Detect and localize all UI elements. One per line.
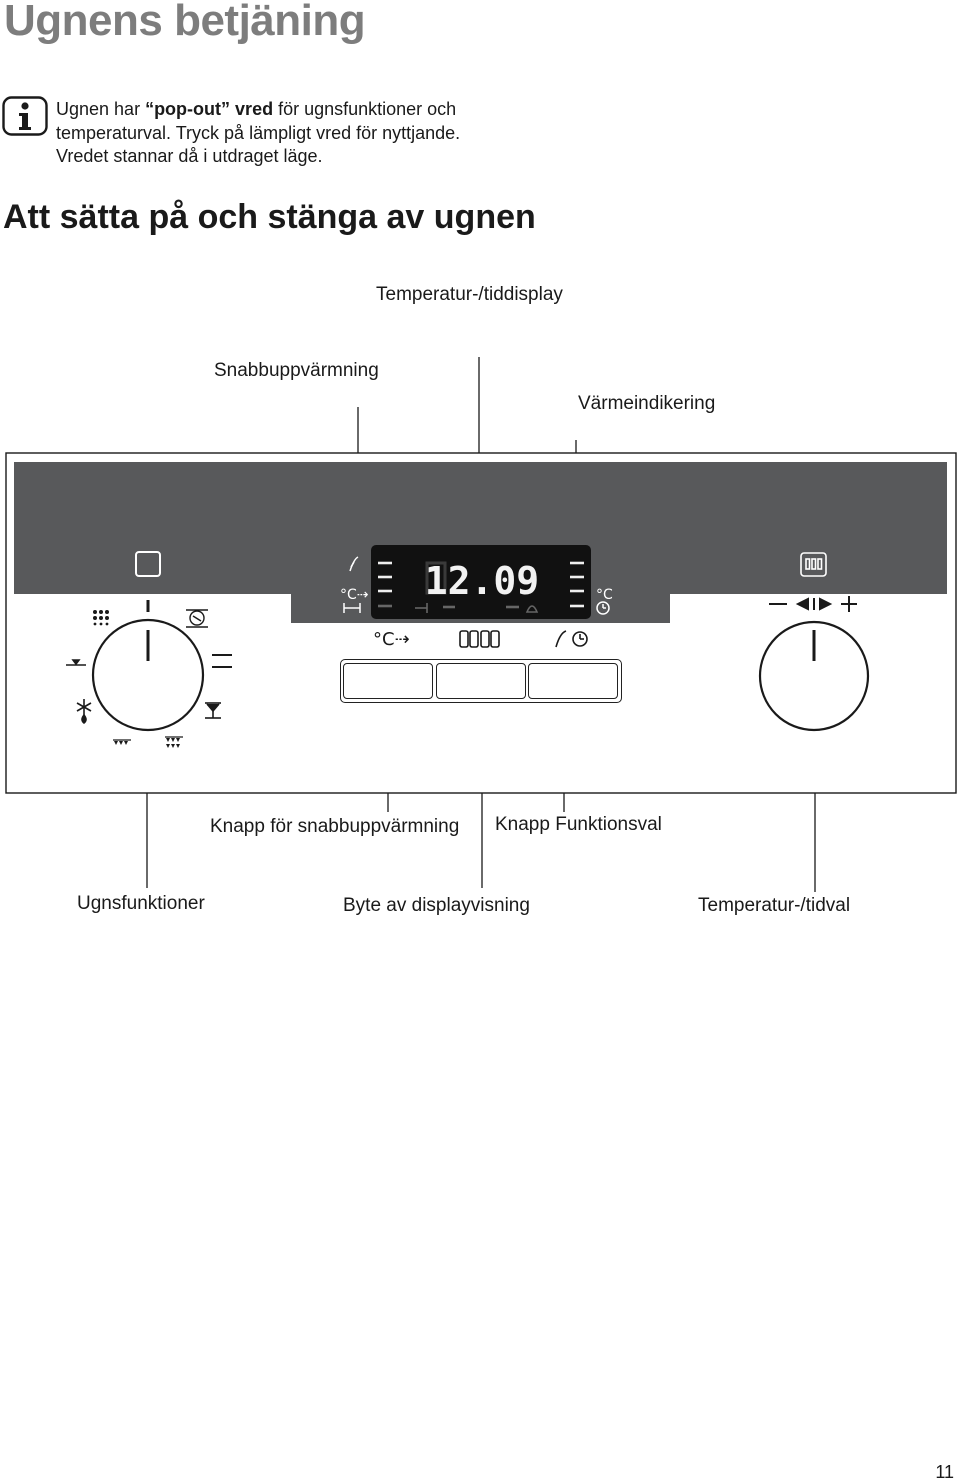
label-oven-functions: Ugnsfunktioner [77, 893, 205, 914]
heat-indicator-bars [570, 561, 584, 608]
oven-function-knob[interactable] [91, 618, 205, 732]
label-function-button: Knapp Funktionsval [495, 814, 662, 835]
label-temp-time-select: Temperatur-/tidval [698, 895, 851, 916]
display-toggle-icon [459, 630, 500, 648]
section-heading: Att sätta på och stänga av ugnen [3, 198, 536, 236]
label-temp-time-display: Temperatur-/tiddisplay [376, 284, 563, 305]
display-toggle-button[interactable] [436, 663, 526, 699]
oven-control-panel: 12.09 °C⇢ °C °C⇢ [5, 357, 957, 892]
full-grill-icon [165, 736, 183, 748]
display-bottom-icons [415, 603, 539, 613]
display-time: 12.09 [425, 559, 539, 603]
page-title: Ugnens betjäning [4, 0, 366, 45]
pizza-icon [205, 702, 221, 719]
defrost-icon [76, 699, 92, 725]
fan-bake-icon [186, 609, 208, 628]
oven-light-icon [135, 551, 161, 577]
end-time-icon [343, 603, 361, 613]
clock-indicator-icon [596, 601, 610, 615]
function-select-button[interactable] [528, 663, 618, 699]
grill-fan-icon [93, 610, 109, 626]
label-heat-indicator: Värmeindikering [578, 393, 716, 414]
quick-heat-indicator-icon [349, 556, 359, 572]
label-display-toggle: Byte av displayvisning [343, 895, 530, 916]
label-quick-heat: Snabbuppvärmning [214, 360, 379, 381]
minus-plus-icon [769, 596, 857, 612]
info-icon [2, 96, 48, 136]
bottom-heat-icon [66, 659, 86, 666]
temp-time-knob[interactable] [758, 620, 870, 732]
label-quick-heat-button: Knapp för snabbuppvärmning [210, 816, 460, 837]
temp-unit: °C [596, 587, 613, 603]
display-left-bars [378, 561, 392, 608]
quick-heat-symbol: °C⇢ [340, 587, 369, 603]
top-bottom-heat-icon [212, 654, 232, 668]
quick-heat-button[interactable] [343, 663, 433, 699]
oven-clock-icon [800, 552, 827, 577]
info-paragraph: Ugnen har “pop-out” vred för ugnsfunktio… [56, 99, 461, 166]
page-number: 11 [935, 1462, 954, 1482]
grill-icon [113, 739, 131, 745]
function-button-icon [555, 630, 588, 648]
panel-fascia [14, 462, 947, 623]
quick-heat-button-icon: °C⇢ [373, 629, 410, 650]
